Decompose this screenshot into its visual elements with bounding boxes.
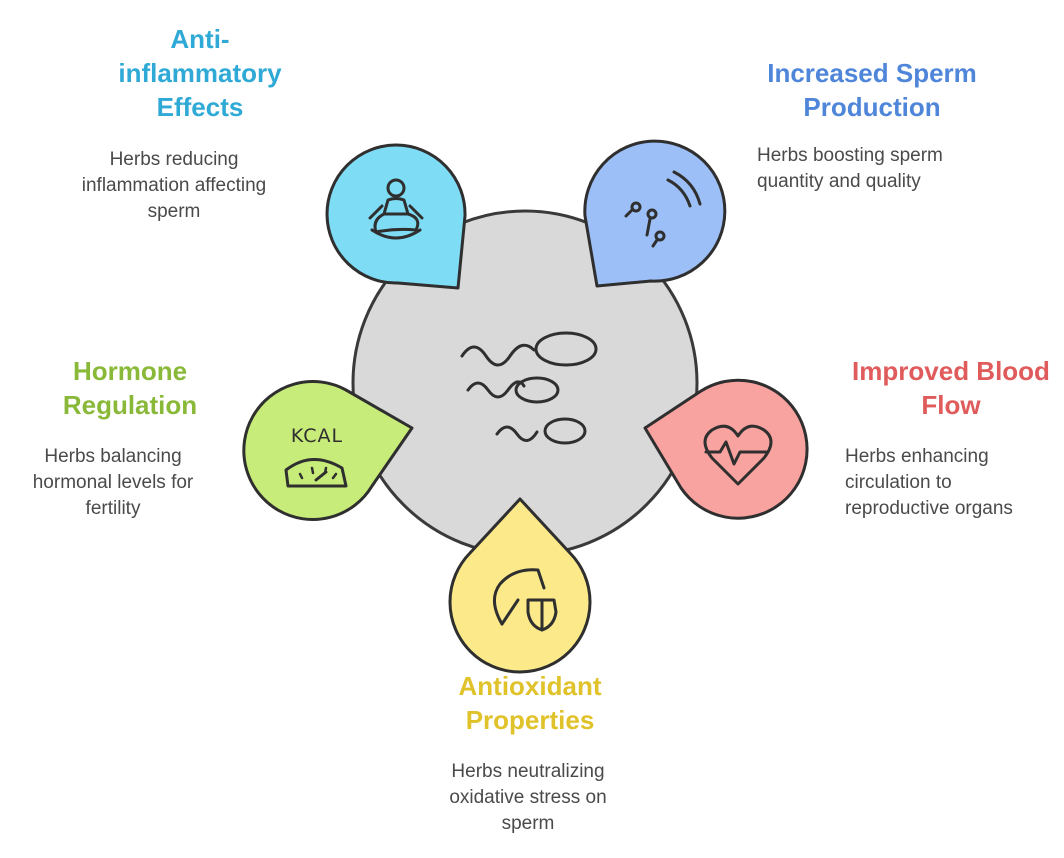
blood-flow-title: Improved Blood Flow	[838, 354, 1064, 422]
title-line: Antioxidant	[458, 671, 602, 701]
desc-line: circulation to	[845, 472, 952, 493]
kcal-scale-icon: KCAL	[284, 425, 348, 488]
meditation-person-icon	[368, 178, 424, 240]
desc-line: Herbs neutralizing	[451, 761, 605, 782]
desc-line: Herbs balancing	[44, 446, 182, 467]
antioxidant-description: Herbs neutralizing oxidative stress on s…	[408, 759, 648, 837]
desc-line: reproductive organs	[845, 498, 1013, 519]
desc-line: hormonal levels for	[32, 472, 194, 493]
blood-flow-node	[643, 378, 809, 520]
title-line: Effects	[156, 92, 244, 122]
desc-line: sperm	[501, 813, 555, 834]
antioxidant-node	[448, 497, 592, 674]
anti-inflammatory-description: Herbs reducing inflammation affecting sp…	[44, 147, 304, 225]
desc-line: oxidative stress on	[449, 787, 607, 808]
desc-line: Herbs enhancing	[845, 446, 989, 467]
shield-leaf-icon	[493, 568, 558, 632]
anti-inflammatory-node	[325, 143, 467, 290]
sperm-production-title: Increased Sperm Production	[742, 56, 1002, 124]
desc-line: Herbs boosting sperm	[757, 145, 943, 166]
title-line: Increased Sperm	[767, 58, 977, 88]
kcal-label: KCAL	[291, 425, 343, 447]
hormone-regulation-title: Hormone Regulation	[40, 354, 220, 422]
title-line: Flow	[921, 390, 981, 420]
desc-line: sperm	[147, 201, 201, 222]
title-line: Anti-	[170, 24, 230, 54]
title-line: Production	[803, 92, 941, 122]
title-line: Properties	[465, 705, 595, 735]
desc-line: quantity and quality	[757, 171, 921, 192]
desc-line: fertility	[85, 498, 141, 519]
title-line: Regulation	[62, 390, 198, 420]
sperm-production-description: Herbs boosting sperm quantity and qualit…	[757, 143, 1017, 195]
title-line: Improved Blood	[852, 356, 1050, 386]
hormone-regulation-node: KCAL	[242, 380, 414, 521]
antioxidant-title: Antioxidant Properties	[410, 669, 650, 737]
blood-flow-description: Herbs enhancing circulation to reproduct…	[845, 444, 1055, 522]
sperm-cells-icon	[460, 331, 598, 445]
desc-line: inflammation affecting	[81, 175, 267, 196]
desc-line: Herbs reducing	[109, 149, 239, 170]
sperm-egg-icon	[624, 170, 702, 248]
title-line: Hormone	[72, 356, 188, 386]
heartbeat-icon	[703, 424, 773, 486]
anti-inflammatory-title: Anti- inflammatory Effects	[90, 22, 310, 124]
title-line: inflammatory	[118, 58, 282, 88]
sperm-production-node	[583, 139, 727, 288]
hormone-regulation-description: Herbs balancing hormonal levels for fert…	[8, 444, 218, 522]
